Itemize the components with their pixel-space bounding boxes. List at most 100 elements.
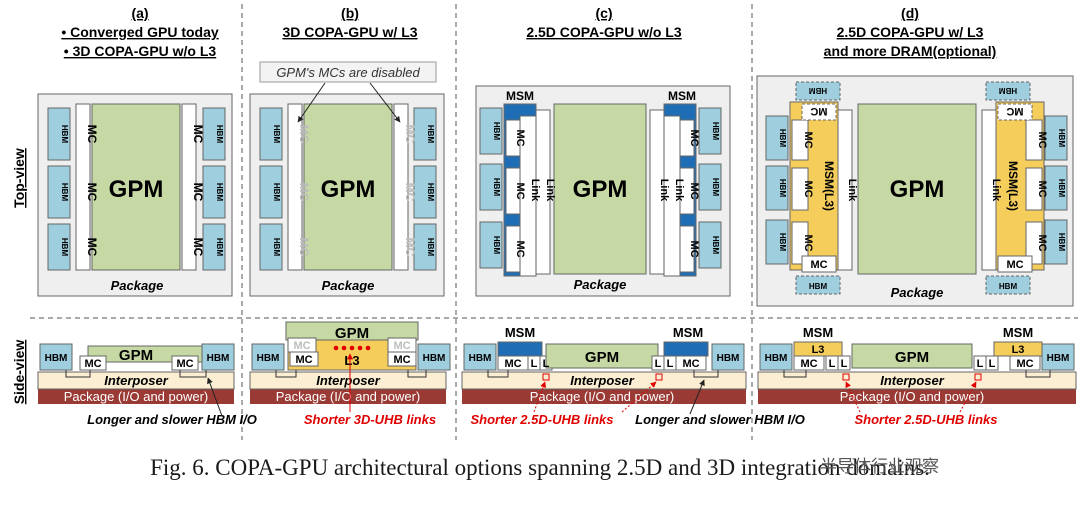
hbm-label: HBM	[492, 122, 501, 141]
mc-disabled-label: MC	[403, 183, 417, 202]
mc-label: MC	[504, 358, 521, 370]
mc-label: MC	[393, 354, 410, 366]
io-wire	[1025, 370, 1051, 378]
mc-label: MC	[688, 129, 700, 146]
hbm-label: HBM	[809, 282, 828, 291]
annotation-hbm-io: Longer and slower HBM I/O	[87, 412, 257, 427]
annotation-arrow	[533, 381, 546, 413]
mc-label: MC	[85, 183, 99, 202]
panel-d-top: GPM	[756, 75, 1074, 307]
panel-d-side: MSM MSM L3 L3 GPM HBM HBM MC MC L L L L …	[757, 325, 1077, 427]
callout-box	[259, 61, 437, 83]
interposer-label: Interposer	[570, 373, 635, 388]
mc-label: MC	[514, 240, 526, 257]
hbm-label: HBM	[423, 353, 446, 364]
l3-label: L3	[344, 353, 359, 368]
hbm-label: HBM	[426, 125, 435, 144]
annotation-uhb-25d: Shorter 2.5D-UHB links	[470, 412, 613, 427]
l-label: L	[829, 358, 836, 370]
uhb-3d-dots	[333, 345, 371, 351]
package-label: Package	[891, 285, 944, 300]
mc-label: MC	[1036, 234, 1048, 251]
annotation-uhb-25d: Shorter 2.5D-UHB links	[854, 412, 997, 427]
mc-label: MC	[682, 358, 699, 370]
gpm-label: GPM	[573, 176, 628, 203]
hbm-label: HBM	[60, 125, 69, 144]
l3-label: L3	[1012, 344, 1025, 356]
interposer-label: Interposer	[880, 373, 945, 388]
hbm-label: HBM	[778, 179, 787, 198]
hbm-label: HBM	[45, 353, 68, 364]
msm-label: MSM	[506, 89, 534, 103]
annotation-hbm-io: Longer and slower HBM I/O	[635, 412, 805, 427]
uhb-marker	[655, 373, 663, 381]
hbm-label: HBM	[711, 122, 720, 141]
hbm-label: HBM	[60, 183, 69, 202]
l-label: L	[543, 358, 550, 370]
annotation-arrow	[207, 377, 223, 417]
row-label-top: Top-view	[11, 148, 27, 208]
l3-label: L3	[812, 344, 825, 356]
mc-label: MC	[1036, 180, 1048, 197]
mc-label: MC	[1016, 358, 1033, 370]
uhb-marker	[542, 373, 550, 381]
mc-label: MC	[84, 358, 101, 370]
hbm-label: HBM	[1057, 129, 1066, 148]
msm-label: MSM	[673, 325, 703, 340]
hbm-label: HBM	[765, 353, 788, 364]
hbm-label: HBM	[469, 353, 492, 364]
mc-label: MC	[176, 358, 193, 370]
io-wire	[693, 370, 719, 378]
l-label: L	[977, 358, 984, 370]
gpm-label: GPM	[895, 349, 929, 366]
io-wire	[407, 370, 427, 378]
mc-label: MC	[802, 131, 814, 148]
mc-label: MC	[85, 238, 99, 257]
col-a-title-1: • Converged GPU today	[61, 24, 219, 40]
callout-text: GPM's MCs are disabled	[276, 65, 420, 80]
mc-label: MC	[1036, 131, 1048, 148]
io-wire	[275, 370, 297, 378]
hbm-label: HBM	[215, 183, 224, 202]
io-wire	[179, 370, 207, 378]
mc-label: MC	[191, 183, 205, 202]
hbm-label: HBM	[1057, 233, 1066, 252]
copa-gpu-diagram: (a) • Converged GPU today • 3D COPA-GPU …	[11, 4, 1078, 440]
l-label: L	[667, 358, 674, 370]
col-c-title-1: 2.5D COPA-GPU w/o L3	[526, 24, 682, 40]
panel-b-side: GPM MC MC MC MC L3 HBM HBM Interposer Pa…	[249, 321, 451, 427]
package-label: Package	[322, 278, 375, 293]
hbm-label: HBM	[492, 236, 501, 255]
mc-label: MC	[810, 259, 827, 271]
mc-disabled-label: MC	[293, 340, 310, 352]
io-wire	[65, 370, 91, 378]
package-io-label: Package (I/O and power)	[840, 389, 985, 404]
interposer-label: Interposer	[316, 373, 381, 388]
link-label: Link	[529, 179, 541, 202]
mc-disabled-label: MC	[403, 238, 417, 257]
hbm-label: HBM	[426, 183, 435, 202]
mc-disabled-label: MC	[297, 238, 311, 257]
col-d-title-2: and more DRAM(optional)	[824, 43, 997, 59]
package-io-label: Package (I/O and power)	[276, 389, 421, 404]
hbm-label: HBM	[215, 125, 224, 144]
hbm-label: HBM	[999, 86, 1018, 95]
mc-label: MC	[802, 234, 814, 251]
hbm-label: HBM	[711, 236, 720, 255]
package-label: Package	[574, 277, 627, 292]
msm-label: MSM	[1003, 325, 1033, 340]
mc-label: MC	[514, 182, 526, 199]
hbm-label: HBM	[778, 233, 787, 252]
col-d-title-1: 2.5D COPA-GPU w/ L3	[837, 24, 984, 40]
mc-label: MC	[688, 182, 700, 199]
msm-label: MSM	[668, 89, 696, 103]
interposer-label: Interposer	[104, 373, 169, 388]
gpm-label: GPM	[109, 176, 164, 203]
io-wire	[487, 370, 509, 378]
hbm-label: HBM	[999, 282, 1018, 291]
msm-l3-label: MSM(L3)	[822, 161, 836, 211]
mc-disabled-label: MC	[297, 183, 311, 202]
mc-label: MC	[191, 238, 205, 257]
hbm-label: HBM	[717, 353, 740, 364]
annotation-arrow	[845, 381, 861, 413]
